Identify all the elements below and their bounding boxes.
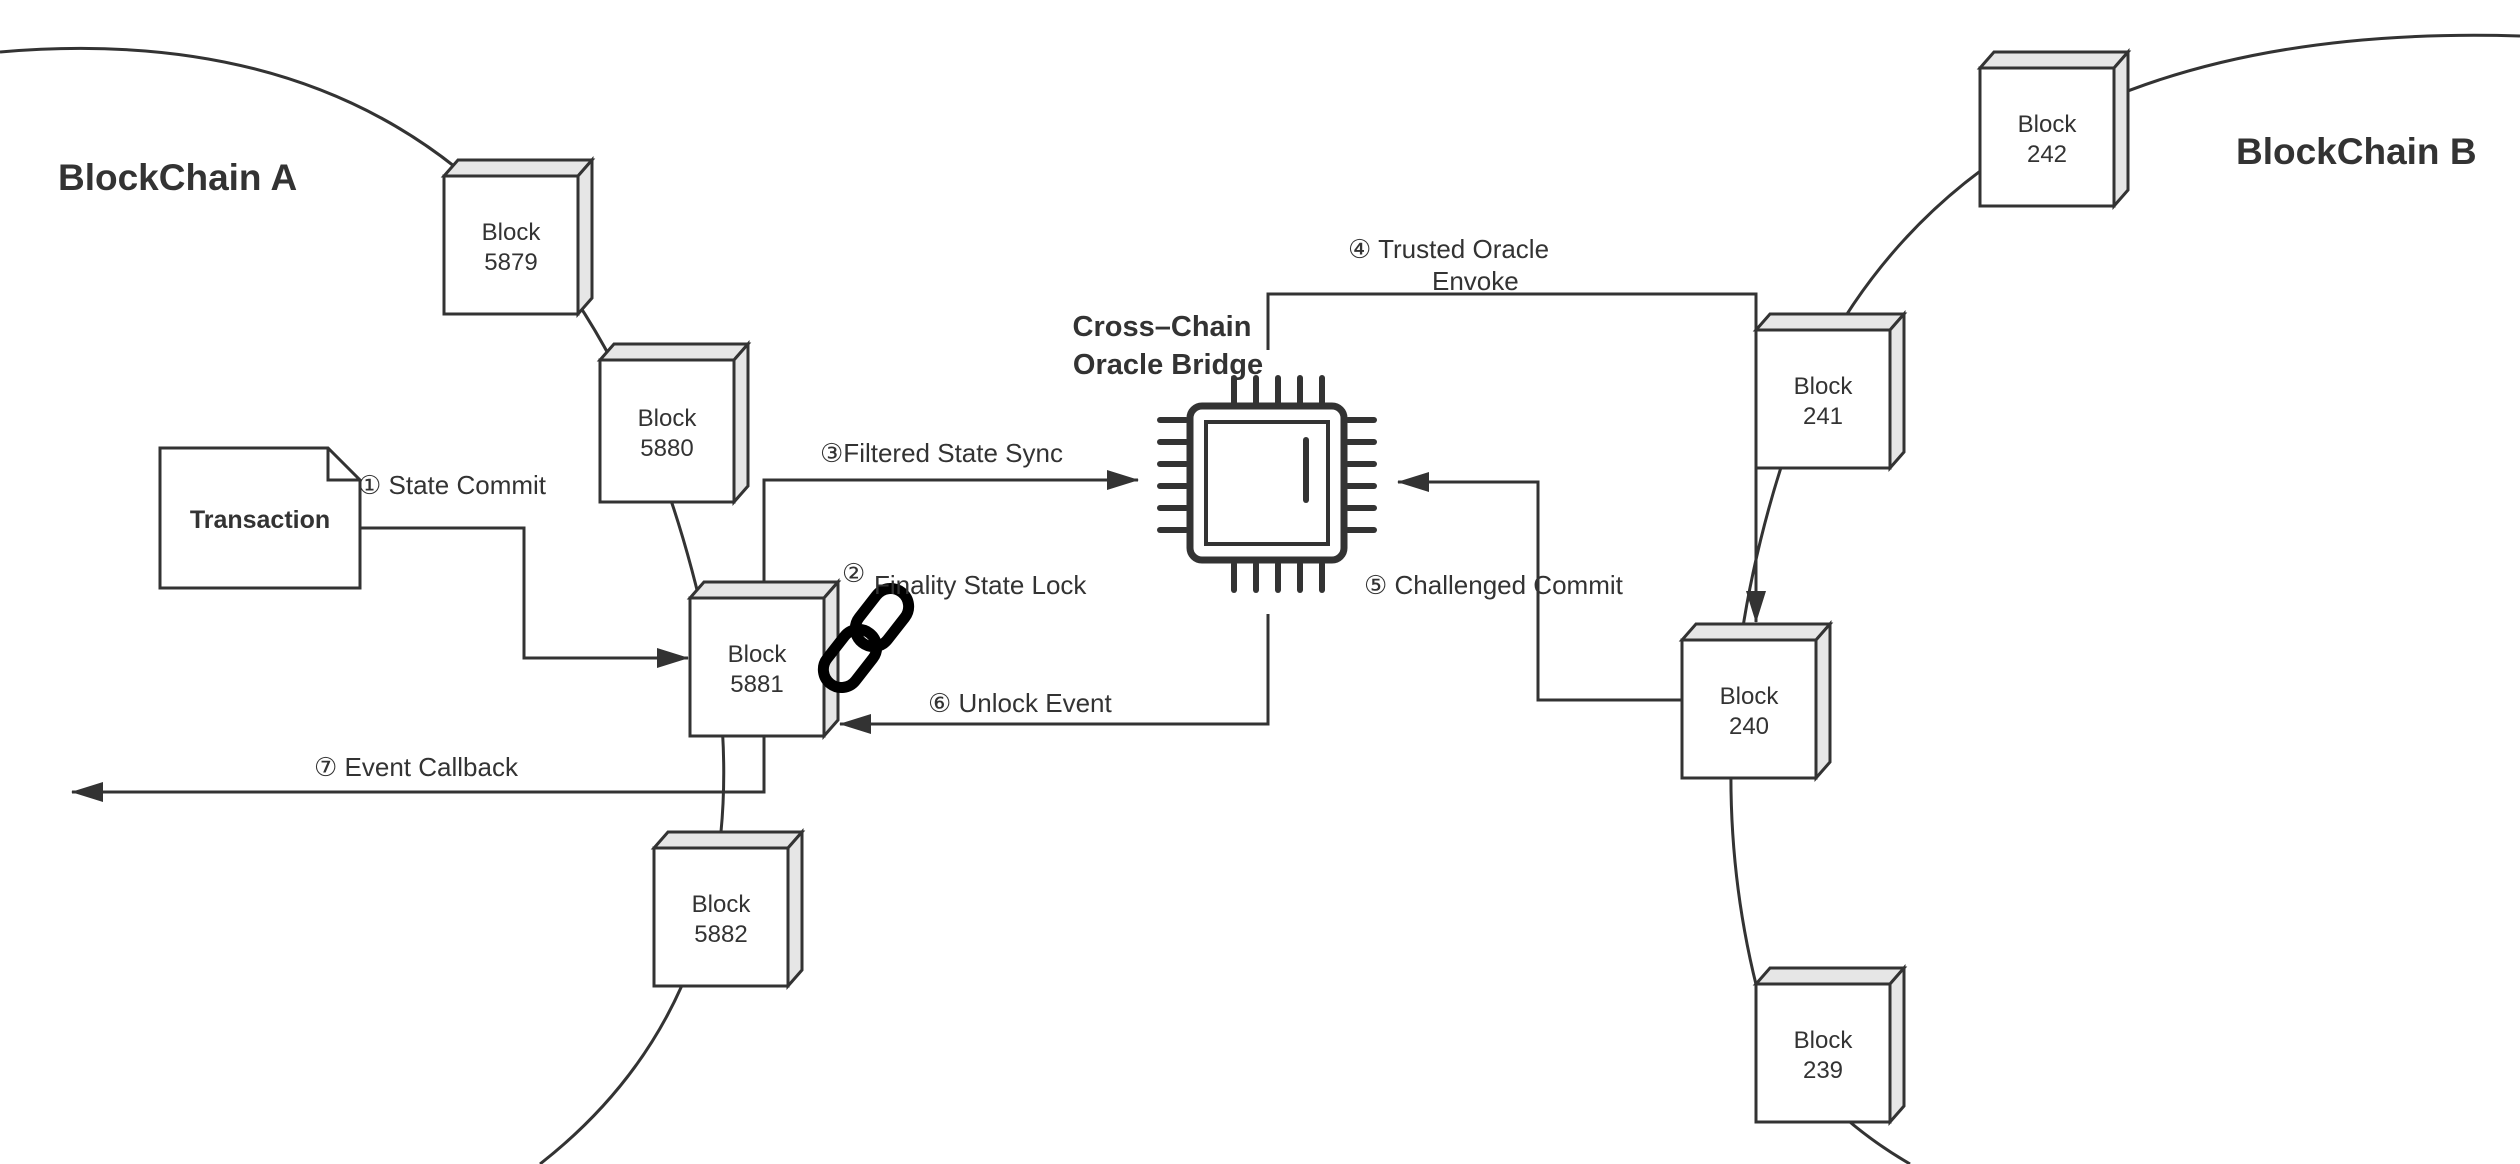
step-challenged-commit: ⑤ Challenged Commit <box>1364 570 1624 600</box>
connector-challenged-commit <box>1397 472 1682 702</box>
step-finality-state-lock: Finality State Lock <box>874 570 1087 600</box>
block-241[interactable]: Block 241 <box>1752 310 1908 472</box>
block-number: 5879 <box>484 249 537 276</box>
block-label: Block <box>482 219 542 246</box>
step-event-callback: ⑦ Event Callback <box>314 752 519 782</box>
connector-oracle-envoke <box>1266 292 1758 350</box>
block-239[interactable]: Block 239 <box>1752 964 1908 1126</box>
block-number: 5880 <box>640 435 693 462</box>
block-label: Block <box>692 891 752 918</box>
block-label: Block <box>1794 373 1854 400</box>
connector-filtered-sync <box>762 470 1139 582</box>
block-label: Block <box>1720 683 1780 710</box>
transaction-document[interactable]: Transaction <box>158 446 362 590</box>
cpu-chip-icon[interactable] <box>1157 375 1377 593</box>
step-2-number: ② <box>842 558 865 588</box>
block-5880[interactable]: Block 5880 <box>596 340 752 506</box>
block-number: 242 <box>2027 141 2067 168</box>
step-filtered-state-sync: ③Filtered State Sync <box>820 438 1063 468</box>
connector-event-callback <box>71 736 766 802</box>
block-242[interactable]: Block 242 <box>1976 48 2132 210</box>
connector-state-commit <box>360 526 689 668</box>
block-label: Block <box>2018 111 2078 138</box>
transaction-label: Transaction <box>190 506 330 534</box>
chain-b-title: BlockChain B <box>2236 131 2477 172</box>
block-5879[interactable]: Block 5879 <box>440 156 596 318</box>
block-240[interactable]: Block 240 <box>1678 620 1834 782</box>
bridge-title-line1: Cross–Chain <box>1073 311 1252 343</box>
step-trusted-oracle-envoke: Envoke <box>1432 266 1519 296</box>
connector-unlock-event <box>839 614 1270 734</box>
chain-a-title: BlockChain A <box>58 157 297 198</box>
block-number: 240 <box>1729 713 1769 740</box>
block-number: 241 <box>1803 403 1843 430</box>
bridge-title-line2: Oracle Bridge <box>1073 349 1263 381</box>
step-state-commit: ① State Commit <box>358 470 547 500</box>
block-number: 5881 <box>730 671 783 698</box>
block-label: Block <box>728 641 788 668</box>
chain-a-arc <box>0 47 726 1164</box>
block-label: Block <box>1794 1027 1854 1054</box>
chain-link-icon <box>817 582 915 694</box>
block-label: Block <box>638 405 698 432</box>
step-trusted-oracle: ④ Trusted Oracle <box>1348 234 1549 264</box>
block-5881[interactable]: Block 5881 <box>686 578 842 740</box>
block-number: 5882 <box>694 921 747 948</box>
block-number: 239 <box>1803 1057 1843 1084</box>
step-unlock-event: ⑥ Unlock Event <box>928 688 1112 718</box>
block-5882[interactable]: Block 5882 <box>650 828 806 990</box>
